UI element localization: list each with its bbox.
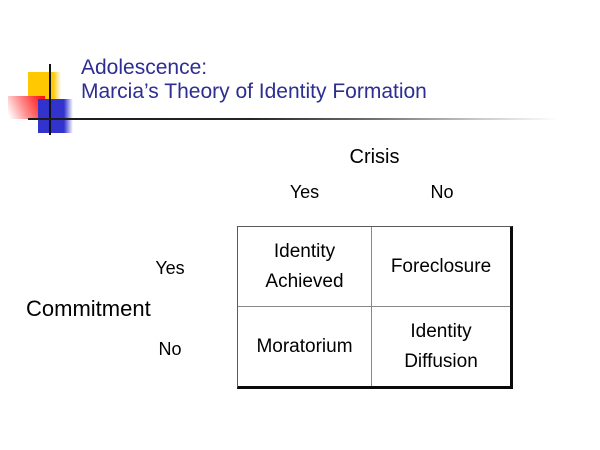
slide-title-line-1: Adolescence: (81, 56, 208, 79)
table-cell-foreclosure: Foreclosure (372, 227, 510, 307)
slide-title-line-2: Marcia’s Theory of Identity Formation (81, 80, 427, 103)
column-axis-label-crisis: Crisis (349, 146, 400, 168)
table-cell-identity-diffusion: Identity Diffusion (404, 320, 478, 372)
slide-title: Adolescence: Marcia’s Theory of Identity… (81, 56, 427, 104)
decoration-vertical-line (49, 64, 51, 135)
column-header-crisis-no: No (430, 182, 454, 202)
table-cell-moratorium: Moratorium (238, 307, 372, 386)
decoration-blue-square (38, 99, 73, 133)
decoration-red-square (8, 96, 45, 119)
row-axis-label-commitment: Commitment (26, 296, 151, 321)
identity-status-matrix-table: Identity Achieved Foreclosure Moratorium… (237, 226, 513, 389)
row-header-commitment-yes: Yes (155, 258, 185, 278)
table-cell-identity-achieved: Identity Achieved (238, 227, 372, 307)
title-underline-rule (28, 118, 558, 120)
column-header-crisis-yes: Yes (289, 182, 320, 202)
row-header-commitment-no: No (158, 339, 182, 359)
